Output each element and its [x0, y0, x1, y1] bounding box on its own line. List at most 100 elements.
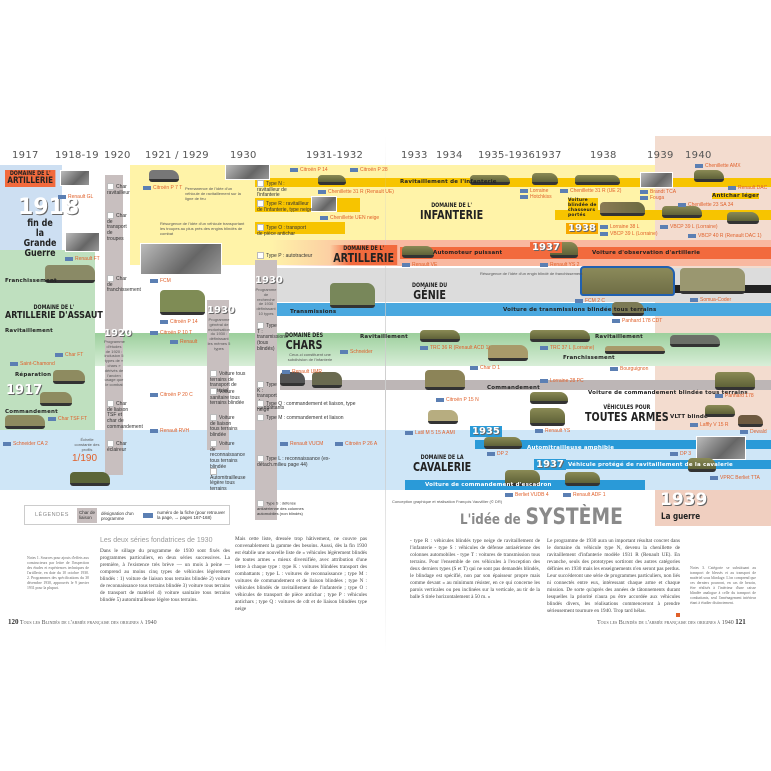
vehicle-autom-1920 [70, 472, 110, 486]
type-item: Type P : autotracteur [257, 252, 317, 260]
vehicle-char-ft [53, 370, 85, 384]
ref-ue2: Chenillette 31 R (UE 2) [560, 188, 621, 194]
date-1938: 1938 [566, 223, 598, 234]
photo-renault-ft-2 [65, 232, 100, 252]
ref-brandt: Brandt TCA [640, 189, 676, 195]
heading-ravit-infanterie: Ravitaillement de l'infanterie [400, 179, 497, 185]
ref-vbcp39: VBCP 39 L (Lorraine) [660, 224, 718, 230]
ref-chen-23: Chenillette 23 SA 34 [678, 202, 733, 208]
ref-renault-ys: Renault YS [535, 428, 570, 434]
heading-observation: Voiture d'observation d'artillerie [592, 250, 701, 256]
year-1917: 1917 [12, 150, 39, 161]
ref-renault-gl: Renault GL [58, 194, 93, 200]
gutter [385, 135, 386, 655]
ref-schneider: Schneider [340, 349, 373, 355]
vehicle-ue [318, 175, 346, 185]
ref-dewald: Dewald [740, 429, 767, 435]
ref-renault-vucm: Renault VUCM [280, 441, 323, 447]
ref-citroen-p7t: Citroën P 7 T [143, 185, 182, 191]
title-part-a: L'idée de [460, 512, 521, 528]
ref-panhard-178: Panhard 178 [715, 393, 754, 399]
heading-amphibie: Automitrailleuse amphibie [527, 445, 615, 451]
vehicle-panhard-cdt [715, 372, 755, 390]
ref-dp3: DP 3 [670, 451, 691, 457]
vehicle-vbcp-38 [600, 202, 645, 216]
heading-ravit-chars: Ravitaillement [360, 334, 408, 340]
programme-item: Voiture de reconnaissance tous terrains … [210, 440, 246, 470]
ref-char-d1: Char D 1 [470, 365, 500, 371]
ref-somua-coder: Somua-Coder [690, 297, 731, 303]
ref-vbcp40: VBCP 40 R (Renault DAC 1) [688, 233, 768, 239]
type-item: Type O : transport de pièce antichar [257, 224, 307, 237]
ref-hotchkiss: Hotchkiss [520, 194, 552, 200]
heading-commandement: Commandement [5, 409, 58, 415]
title-part-b: SYSTÈME [525, 505, 623, 530]
ref-lorraine: Lorraine [520, 188, 548, 194]
vehicle-ue-2 [470, 175, 510, 185]
ref-bourguignon: Bourguignon [610, 366, 648, 372]
heading-franchissement2: Franchissement [563, 355, 615, 361]
chars-subtitle: Ceux-ci constituent une subdivision de l… [287, 352, 333, 362]
photo-dp3 [696, 436, 746, 460]
vehicle-vudb [505, 470, 540, 486]
heading-franchissement: Franchissement [5, 278, 57, 284]
ref-citroen-p15n: Citroën P 15 N [436, 397, 479, 403]
vehicle-amx [694, 170, 724, 182]
programme-item: Char de franchissement [107, 275, 141, 294]
year-1937: 1937 [535, 150, 562, 161]
photo-renault-gl [60, 170, 90, 186]
ref-vudb: Berliet VUDB 4 [505, 492, 549, 498]
legend-ref-desc: numéro de la fiche (pour retrouver la pa… [157, 510, 226, 520]
vehicle-renault-ve [402, 246, 434, 258]
domain-artillerie-assaut: DOMAINE DE L'ARTILLERIE D'ASSAUT [5, 304, 103, 321]
ref-adf1: Renault ADF 1 [563, 492, 606, 498]
vehicle-vbcp-40 [727, 212, 759, 224]
photo-brandt [640, 172, 673, 188]
vehicle-chars-1 [312, 372, 342, 388]
ref-renault-ft: Renault FT [65, 256, 100, 262]
domain-artillerie-mid: DOMAINE DE L'ARTILLERIE [330, 245, 398, 265]
band-cavalerie-left [0, 430, 62, 490]
vehicle-p10 [425, 370, 465, 390]
left-page-notes: Notes 1. Sources pour ajouts d'effets au… [27, 556, 89, 590]
heading-antichar: Antichar léger [712, 193, 759, 199]
right-page-column-1: - type R : véhicules blindés type neige … [410, 538, 540, 600]
vehicle-ca2 [5, 415, 45, 429]
heading-automoteur: Automoteur puissant [433, 250, 503, 256]
year-1933: 1933 [401, 150, 428, 161]
vehicle-somua-coder [680, 268, 745, 294]
vehicle-vbcp-39 [662, 206, 702, 218]
left-page-heading: Les deux séries fondatrices de 1930 [100, 537, 213, 544]
programme-item: Char éclaireur [107, 440, 129, 453]
vehicle-amr [670, 335, 720, 347]
ref-tsf-ft: Char TSF FT [48, 416, 87, 422]
legend-programme-desc: désignation d'un programme [101, 511, 134, 521]
ref-ca2: Schneider CA 2 [3, 441, 48, 447]
heading-vp-cavalerie: Véhicule protégé de ravitaillement de la… [568, 462, 733, 468]
heading-vt-escadron: Voiture de commandement d'escadron [425, 482, 552, 488]
ref-amx: Chenillette AMX [695, 163, 741, 169]
date-1920: 1920 [104, 328, 132, 339]
vehicle-adf1 [565, 472, 600, 486]
ref-dp2: DP 2 [487, 451, 508, 457]
bar-artillerie [400, 247, 771, 259]
note-franchissement-idea: Résurgence de l'idée d'un engin blindé d… [480, 271, 583, 276]
year-1931-1932: 1931-1932 [306, 150, 364, 161]
vehicle-pgm [160, 290, 205, 315]
programme-1930-note: Programme de recherche de 1930 définissa… [255, 287, 277, 316]
programme-item: Char de transport de troupes [107, 212, 129, 243]
legend-title: LÉGENDES [35, 512, 69, 518]
ref-vbcp39b: VBCP 39 L (Lorraine) [600, 231, 658, 237]
vehicle-panhard-178 [612, 302, 644, 316]
ref-renault-rvh: Renault RVH [150, 428, 189, 434]
heading-commandement-mid: Commandement [487, 385, 540, 391]
type-item: Type S : défense antiaérienne des colonn… [257, 500, 307, 516]
ref-citroen-p10t: Citroën P 10 T [150, 330, 192, 336]
vehicle-lorraine-28 [530, 392, 568, 404]
ref-citroen-p14b: Citroën P 14 [160, 319, 198, 325]
ref-citroen-p20c: Citroën P 20 C [150, 392, 193, 398]
date-1935: 1935 [470, 426, 502, 437]
vehicle-renault-yg [530, 408, 565, 426]
date-1917: 1917 [6, 383, 43, 398]
ref-lorraine-38: Lorraine 38 L [600, 224, 639, 230]
